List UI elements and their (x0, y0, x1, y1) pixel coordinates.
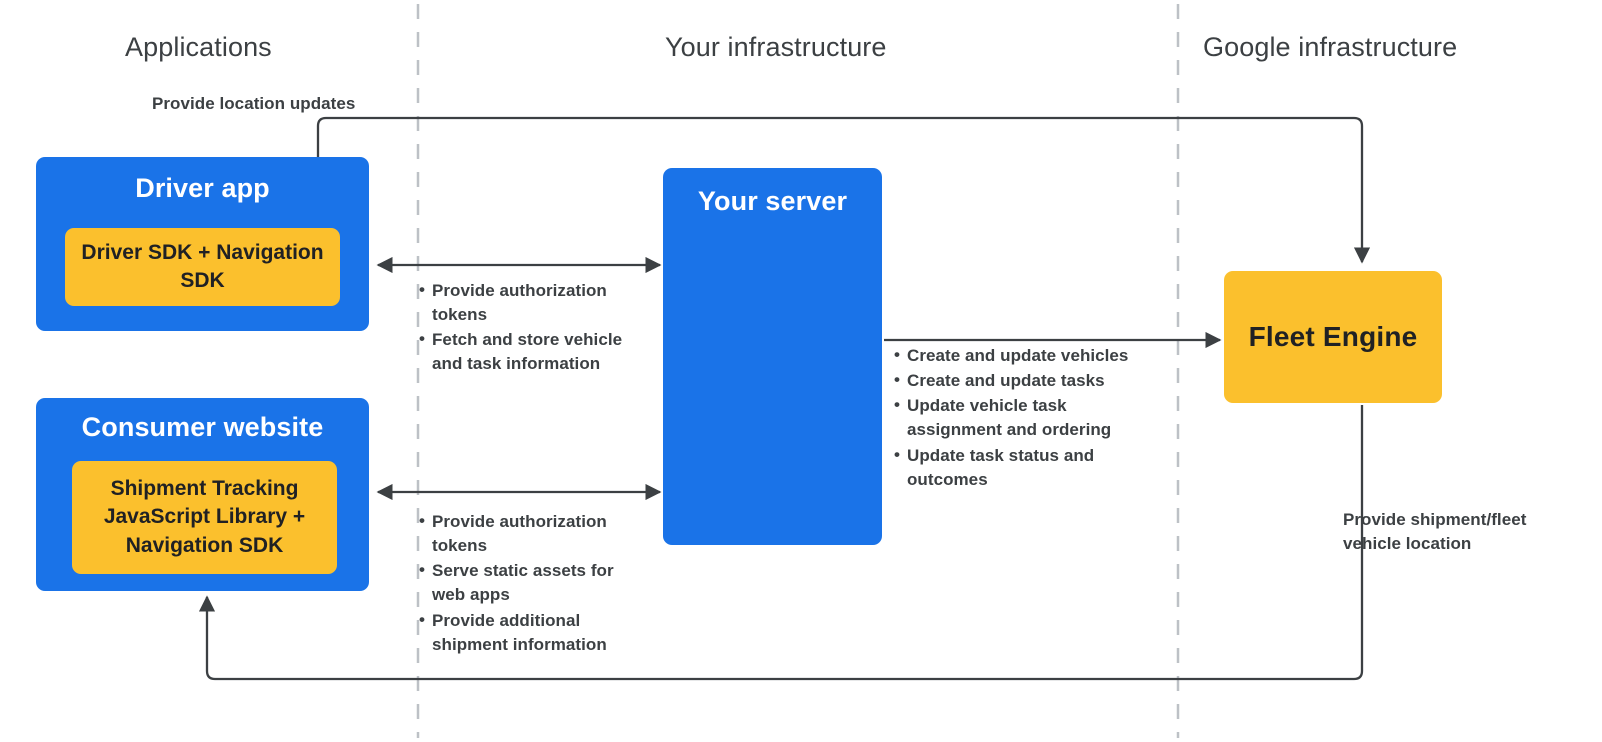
edge-label-driver-app-your-server: Provide authorization tokens Fetch and s… (419, 278, 654, 378)
bullet-list-consumer-server: Provide authorization tokens Serve stati… (419, 509, 644, 657)
node-consumer-website[interactable]: Consumer website Shipment Tracking JavaS… (36, 398, 369, 591)
list-item: Provide additional shipment information (419, 607, 644, 657)
list-item: Update task status and outcomes (894, 442, 1159, 492)
bullet-list-server-fleet: Create and update vehicles Create and up… (894, 343, 1159, 492)
node-consumer-website-title: Consumer website (81, 412, 324, 442)
list-item: Create and update tasks (894, 368, 1159, 393)
node-driver-sdk[interactable]: Driver SDK + Navigation SDK (65, 228, 340, 306)
edge-label-provide-location-updates: Provide location updates (152, 94, 356, 113)
list-item: Serve static assets for web apps (419, 558, 644, 607)
lane-header-applications: Applications (125, 32, 272, 62)
node-driver-app[interactable]: Driver app Driver SDK + Navigation SDK (36, 157, 369, 331)
node-your-server-title: Your server (697, 186, 848, 216)
list-item: Fetch and store vehicle and task informa… (419, 327, 654, 376)
node-driver-app-title: Driver app (135, 173, 270, 203)
edge-label-provide-shipment-fleet-vehicle-location: Provide shipment/fleet vehicle location (1343, 510, 1527, 554)
node-your-server[interactable]: Your server (663, 168, 882, 545)
list-item: Update vehicle task assignment and order… (894, 393, 1159, 442)
lane-header-google-infrastructure: Google infrastructure (1203, 32, 1458, 62)
list-item: Create and update vehicles (894, 343, 1159, 368)
bullet-list-driver-server: Provide authorization tokens Fetch and s… (419, 278, 654, 377)
list-item: Provide authorization tokens (419, 509, 644, 558)
node-shipment-tracking-library[interactable]: Shipment Tracking JavaScript Library + N… (72, 461, 337, 574)
lane-header-your-infrastructure: Your infrastructure (665, 32, 887, 62)
edge-label-consumer-website-your-server: Provide authorization tokens Serve stati… (419, 509, 644, 658)
list-item: Provide authorization tokens (419, 278, 654, 327)
edge-label-your-server-fleet-engine: Create and update vehicles Create and up… (894, 343, 1159, 493)
node-fleet-engine[interactable]: Fleet Engine (1224, 271, 1442, 403)
